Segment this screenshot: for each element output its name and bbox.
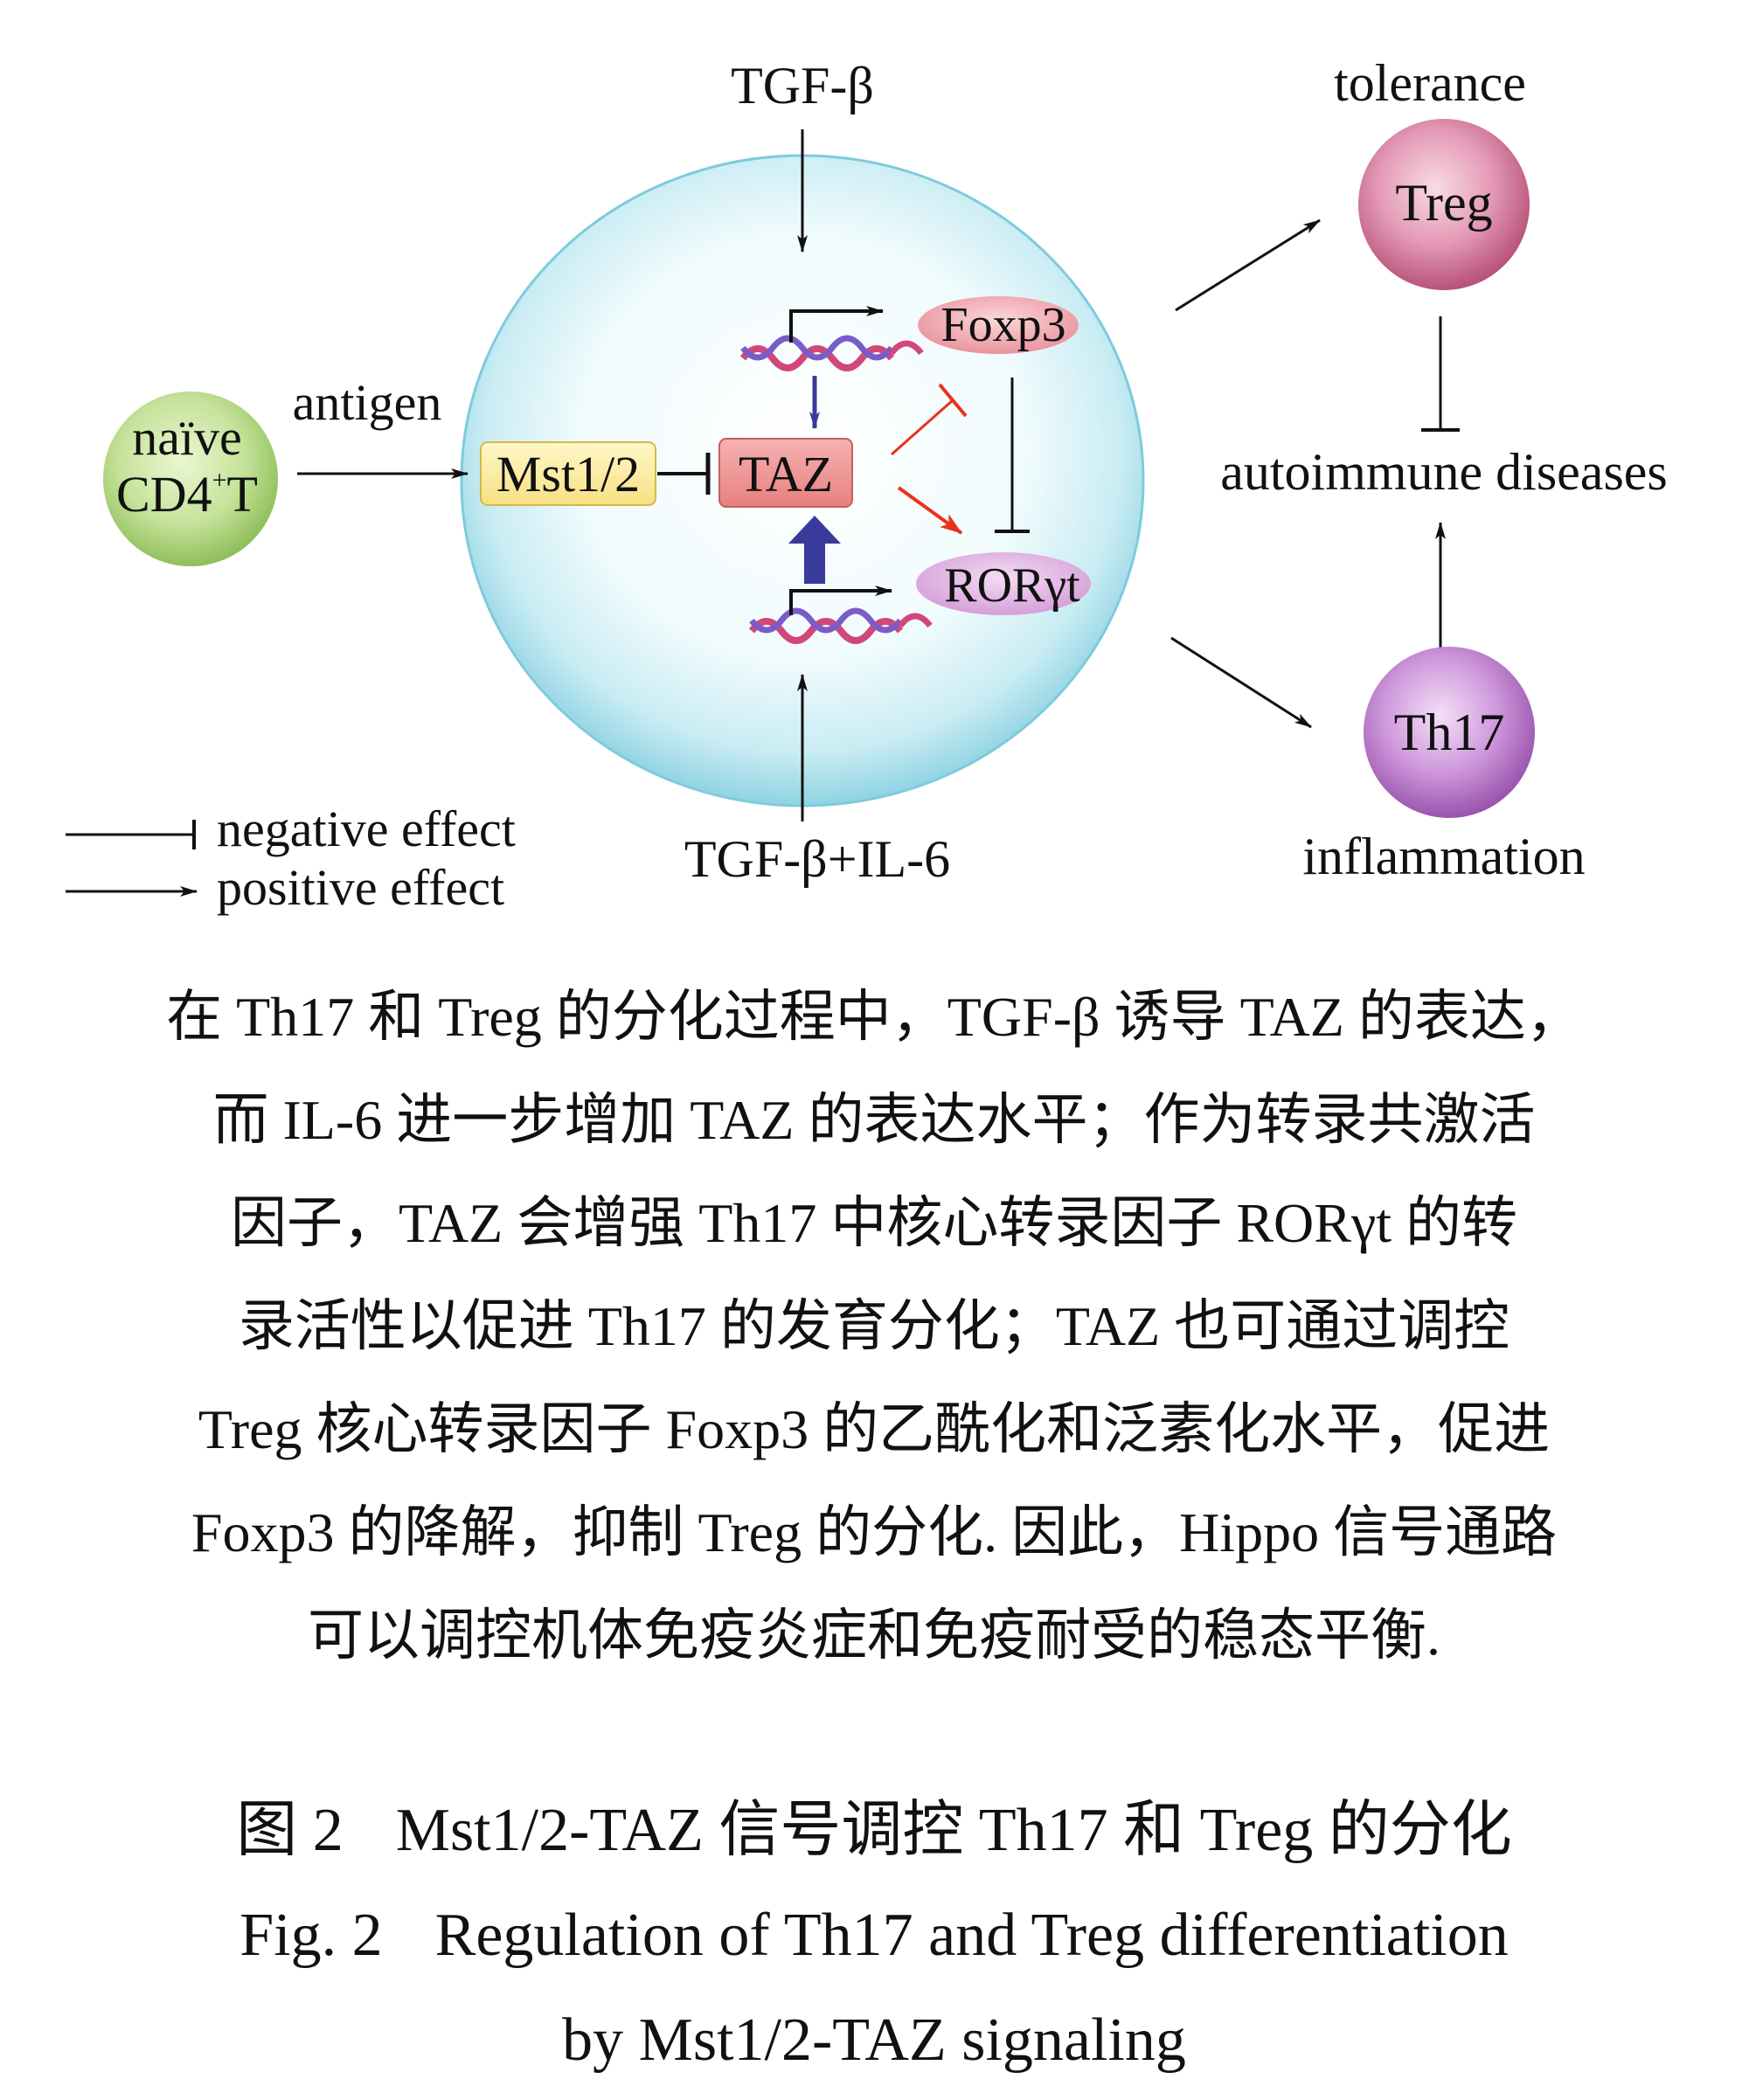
inhibit-taz-foxp3-bar	[938, 383, 968, 418]
description-line: Treg 核心转录因子 Foxp3 的乙酰化和泛素化水平，促进	[198, 1398, 1551, 1460]
arrow-dna-bottom-to-taz	[788, 516, 841, 584]
rorgt-label: RORγt	[944, 558, 1080, 613]
inhibit-taz-foxp3	[891, 399, 954, 456]
diagram-description: 在 Th17 和 Treg 的分化过程中，TGF-β 诱导 TAZ 的表达， 而…	[70, 966, 1678, 1688]
promoter-arrow-top-icon	[789, 306, 884, 343]
figure-caption-en: Fig. 2 Regulation of Th17 and Treg differ…	[70, 1883, 1678, 1988]
tolerance-label: tolerance	[1334, 54, 1526, 112]
input-tgf-beta-il6: TGF-β+IL-6	[684, 830, 950, 888]
figure-title-en: Regulation of Th17 and Treg differentiat…	[434, 1902, 1509, 1969]
diagram: TGF-β Foxp3 naïve CD4+T antigen Mst1/2 T…	[66, 54, 1668, 916]
figure-caption: 图 2 Mst1/2-TAZ 信号调控 Th17 和 Treg 的分化 Fig. …	[70, 1778, 1678, 2093]
arrow-taz-rorgt	[897, 486, 963, 535]
th17-cell	[1364, 647, 1535, 818]
figure-caption-en-2: by Mst1/2-TAZ signaling	[562, 2006, 1186, 2074]
figure-caption-cn: 图 2 Mst1/2-TAZ 信号调控 Th17 和 Treg 的分化	[70, 1778, 1678, 1883]
treg-cell	[1358, 119, 1530, 290]
taz-label: TAZ	[739, 446, 833, 502]
input-tgf-beta-top: TGF-β	[731, 57, 874, 114]
description-line: 在 Th17 和 Treg 的分化过程中，TGF-β 诱导 TAZ 的表达，	[166, 986, 1582, 1048]
th17-label: Th17	[1394, 703, 1505, 761]
figure-title-cn: Mst1/2-TAZ 信号调控 Th17 和 Treg 的分化	[395, 1797, 1512, 1864]
legend-positive-label: positive effect	[217, 859, 504, 916]
promoter-arrow-bottom-icon	[789, 586, 892, 615]
legend-negative-label: negative effect	[217, 800, 516, 857]
arrow-to-th17	[1170, 636, 1312, 729]
description-line: 可以调控机体免疫炎症和免疫耐受的稳态平衡.	[308, 1604, 1440, 1667]
dna-top-icon	[739, 335, 924, 371]
description-line: 因子，TAZ 会增强 Th17 中核心转录因子 RORγt 的转	[230, 1192, 1518, 1254]
description-line: 录活性以促进 Th17 的发育分化；TAZ 也可通过调控	[238, 1295, 1510, 1357]
description-line: 而 IL-6 进一步增加 TAZ 的表达水平；作为转录共激活	[212, 1089, 1536, 1151]
mst-box	[480, 441, 656, 506]
naive-cd4-t-cell	[103, 392, 278, 566]
foxp3-protein	[918, 296, 1079, 354]
inflammation-label: inflammation	[1302, 828, 1585, 885]
naive-label-line2: CD4+T	[116, 466, 258, 523]
mst-label: Mst1/2	[496, 446, 640, 502]
figure-label-en: Fig. 2	[239, 1902, 383, 1969]
foxp3-label: Foxp3	[940, 298, 1065, 352]
antigen-label: antigen	[293, 374, 442, 431]
treg-label: Treg	[1395, 174, 1492, 232]
dna-bottom-icon	[748, 607, 933, 644]
figure-label-cn: 图 2	[236, 1797, 344, 1864]
autoimmune-label: autoimmune diseases	[1220, 443, 1668, 501]
arrow-to-treg	[1175, 218, 1321, 312]
description-line: Foxp3 的降解，抑制 Treg 的分化. 因此，Hippo 信号通路	[191, 1501, 1558, 1563]
naive-label-line1: naïve	[132, 409, 242, 466]
rorgt-protein	[916, 552, 1091, 615]
taz-box	[718, 438, 853, 508]
